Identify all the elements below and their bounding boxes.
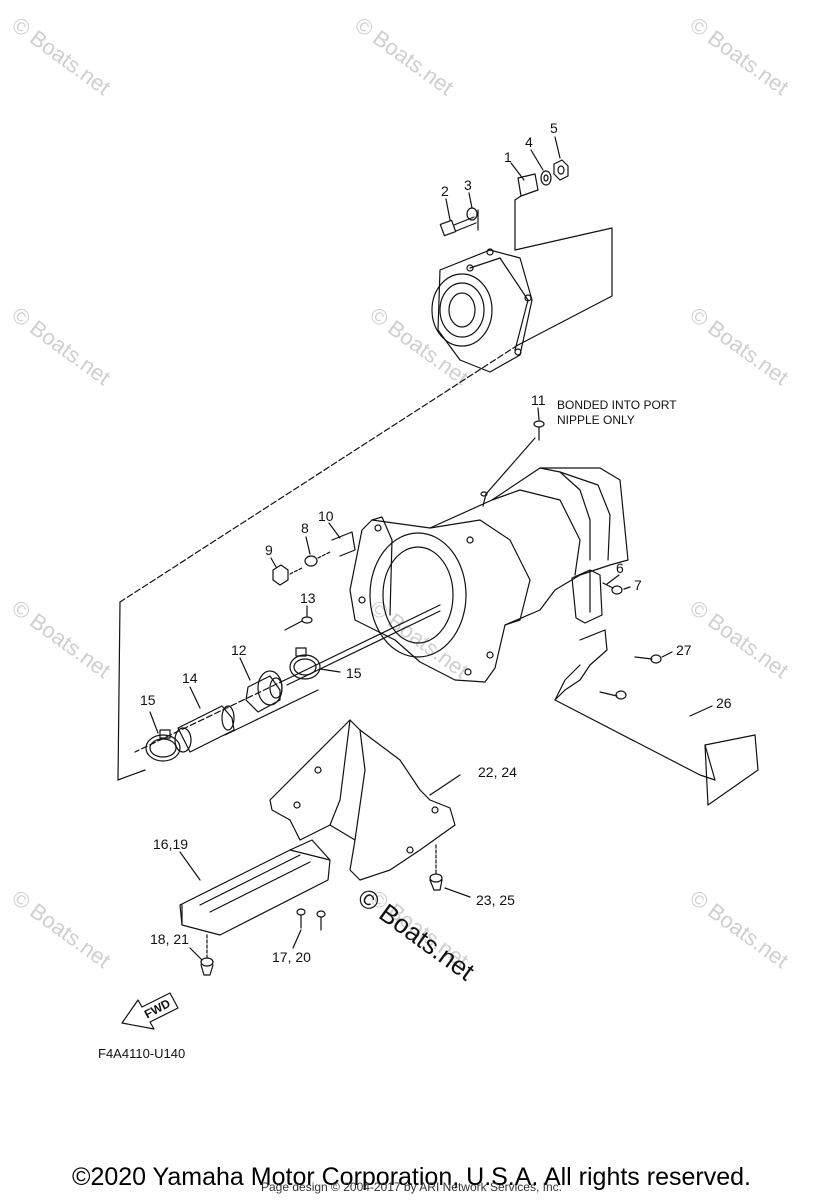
bonded-note: BONDED INTO PORT NIPPLE ONLY — [557, 398, 677, 428]
nipple-leader — [485, 437, 536, 495]
callout-9: 9 — [265, 542, 273, 558]
leader-8 — [305, 536, 311, 555]
drive-shaft — [284, 604, 441, 681]
callout-6: 6 — [616, 560, 624, 576]
callout-16-19: 16,19 — [153, 836, 189, 852]
leader-16-19 — [179, 851, 201, 881]
callout-18-21: 18, 21 — [150, 931, 189, 947]
washer-part-4-inner — [543, 174, 549, 182]
screw-part-13 — [284, 616, 313, 631]
leader-11 — [537, 407, 540, 421]
callout-11: 11 — [531, 392, 546, 408]
plate-part-22-24 — [269, 719, 456, 881]
clip-part-10 — [331, 531, 356, 557]
leader-10 — [328, 522, 341, 539]
callout-17-20: 17, 20 — [272, 949, 311, 965]
clamp-part-15-right — [289, 647, 321, 680]
copyright-notice: ©2020 Yamaha Motor Corporation, U.S.A. A… — [72, 1163, 751, 1191]
nut-part-5 — [553, 159, 569, 181]
leader-4 — [530, 149, 544, 171]
washer-part-4 — [540, 170, 552, 186]
screw-part-27-top — [634, 654, 662, 664]
pump-housing — [349, 467, 629, 683]
shaft-centerline — [134, 679, 286, 753]
leader-22-24 — [429, 774, 461, 796]
callout-8: 8 — [301, 520, 309, 536]
nut-part-9 — [272, 564, 289, 586]
bonded-note-line2: NIPPLE ONLY — [557, 413, 635, 427]
callout-23-25: 23, 25 — [476, 892, 515, 908]
leader-26 — [689, 705, 713, 717]
figure-code: F4A4110-U140 — [98, 1046, 186, 1061]
leader-15-right — [319, 668, 341, 673]
pad-part-6 — [571, 569, 603, 624]
leader-6 — [606, 574, 620, 585]
screw-part-27-bottom — [599, 690, 627, 700]
callout-26: 26 — [716, 695, 732, 711]
leader-17-20 — [292, 929, 302, 949]
fwd-arrow-icon — [121, 992, 179, 1030]
screw-part-11 — [533, 420, 545, 441]
leader-3 — [468, 192, 473, 209]
callout-2: 2 — [441, 183, 449, 199]
bracket-part-26 — [554, 629, 759, 806]
leader-1 — [510, 162, 525, 181]
callout-1: 1 — [504, 149, 512, 165]
callout-7: 7 — [634, 577, 642, 593]
screw-part-18-21 — [200, 934, 214, 976]
page-design-credit: Page design © 2004-2017 by ARI Network S… — [260, 1180, 562, 1194]
callout-15-right: 15 — [346, 665, 362, 681]
leader-12 — [239, 657, 251, 681]
callout-3: 3 — [464, 177, 472, 193]
tube-part-14 — [174, 705, 235, 753]
leader-2 — [445, 198, 451, 221]
callout-15-left: 15 — [140, 692, 156, 708]
callout-4: 4 — [525, 134, 533, 150]
callout-12: 12 — [231, 642, 247, 658]
boot-part-12 — [245, 670, 283, 713]
callout-5: 5 — [550, 120, 558, 136]
leader-18-21 — [189, 947, 203, 961]
top-assembly-frame — [119, 199, 613, 603]
screw-part-17-20-left — [296, 908, 306, 929]
clamp-part-15-left — [145, 729, 181, 762]
clip-part-1 — [514, 173, 539, 201]
callout-22-24: 22, 24 — [478, 764, 517, 780]
leader-15-left — [149, 711, 159, 734]
leader-7 — [623, 586, 631, 590]
leader-23-25 — [444, 887, 471, 898]
callout-13: 13 — [300, 590, 316, 606]
screw-part-17-20-right — [316, 910, 326, 931]
bonded-note-line1: BONDED INTO PORT — [557, 398, 677, 412]
screw-part-23-25 — [429, 844, 443, 891]
callout-14: 14 — [182, 670, 198, 686]
callout-10: 10 — [318, 508, 334, 524]
leader-5 — [554, 136, 561, 159]
leader-14 — [189, 686, 201, 709]
washer-part-8 — [304, 555, 318, 567]
plate-part-16-19 — [179, 839, 331, 936]
bearing-housing — [431, 248, 533, 373]
screw-part-7 — [602, 582, 623, 595]
callout-27: 27 — [676, 642, 692, 658]
leader-27 — [661, 651, 673, 658]
left-frame-line — [117, 601, 121, 781]
leader-9 — [270, 557, 277, 568]
bolt-part-2 — [439, 216, 477, 237]
